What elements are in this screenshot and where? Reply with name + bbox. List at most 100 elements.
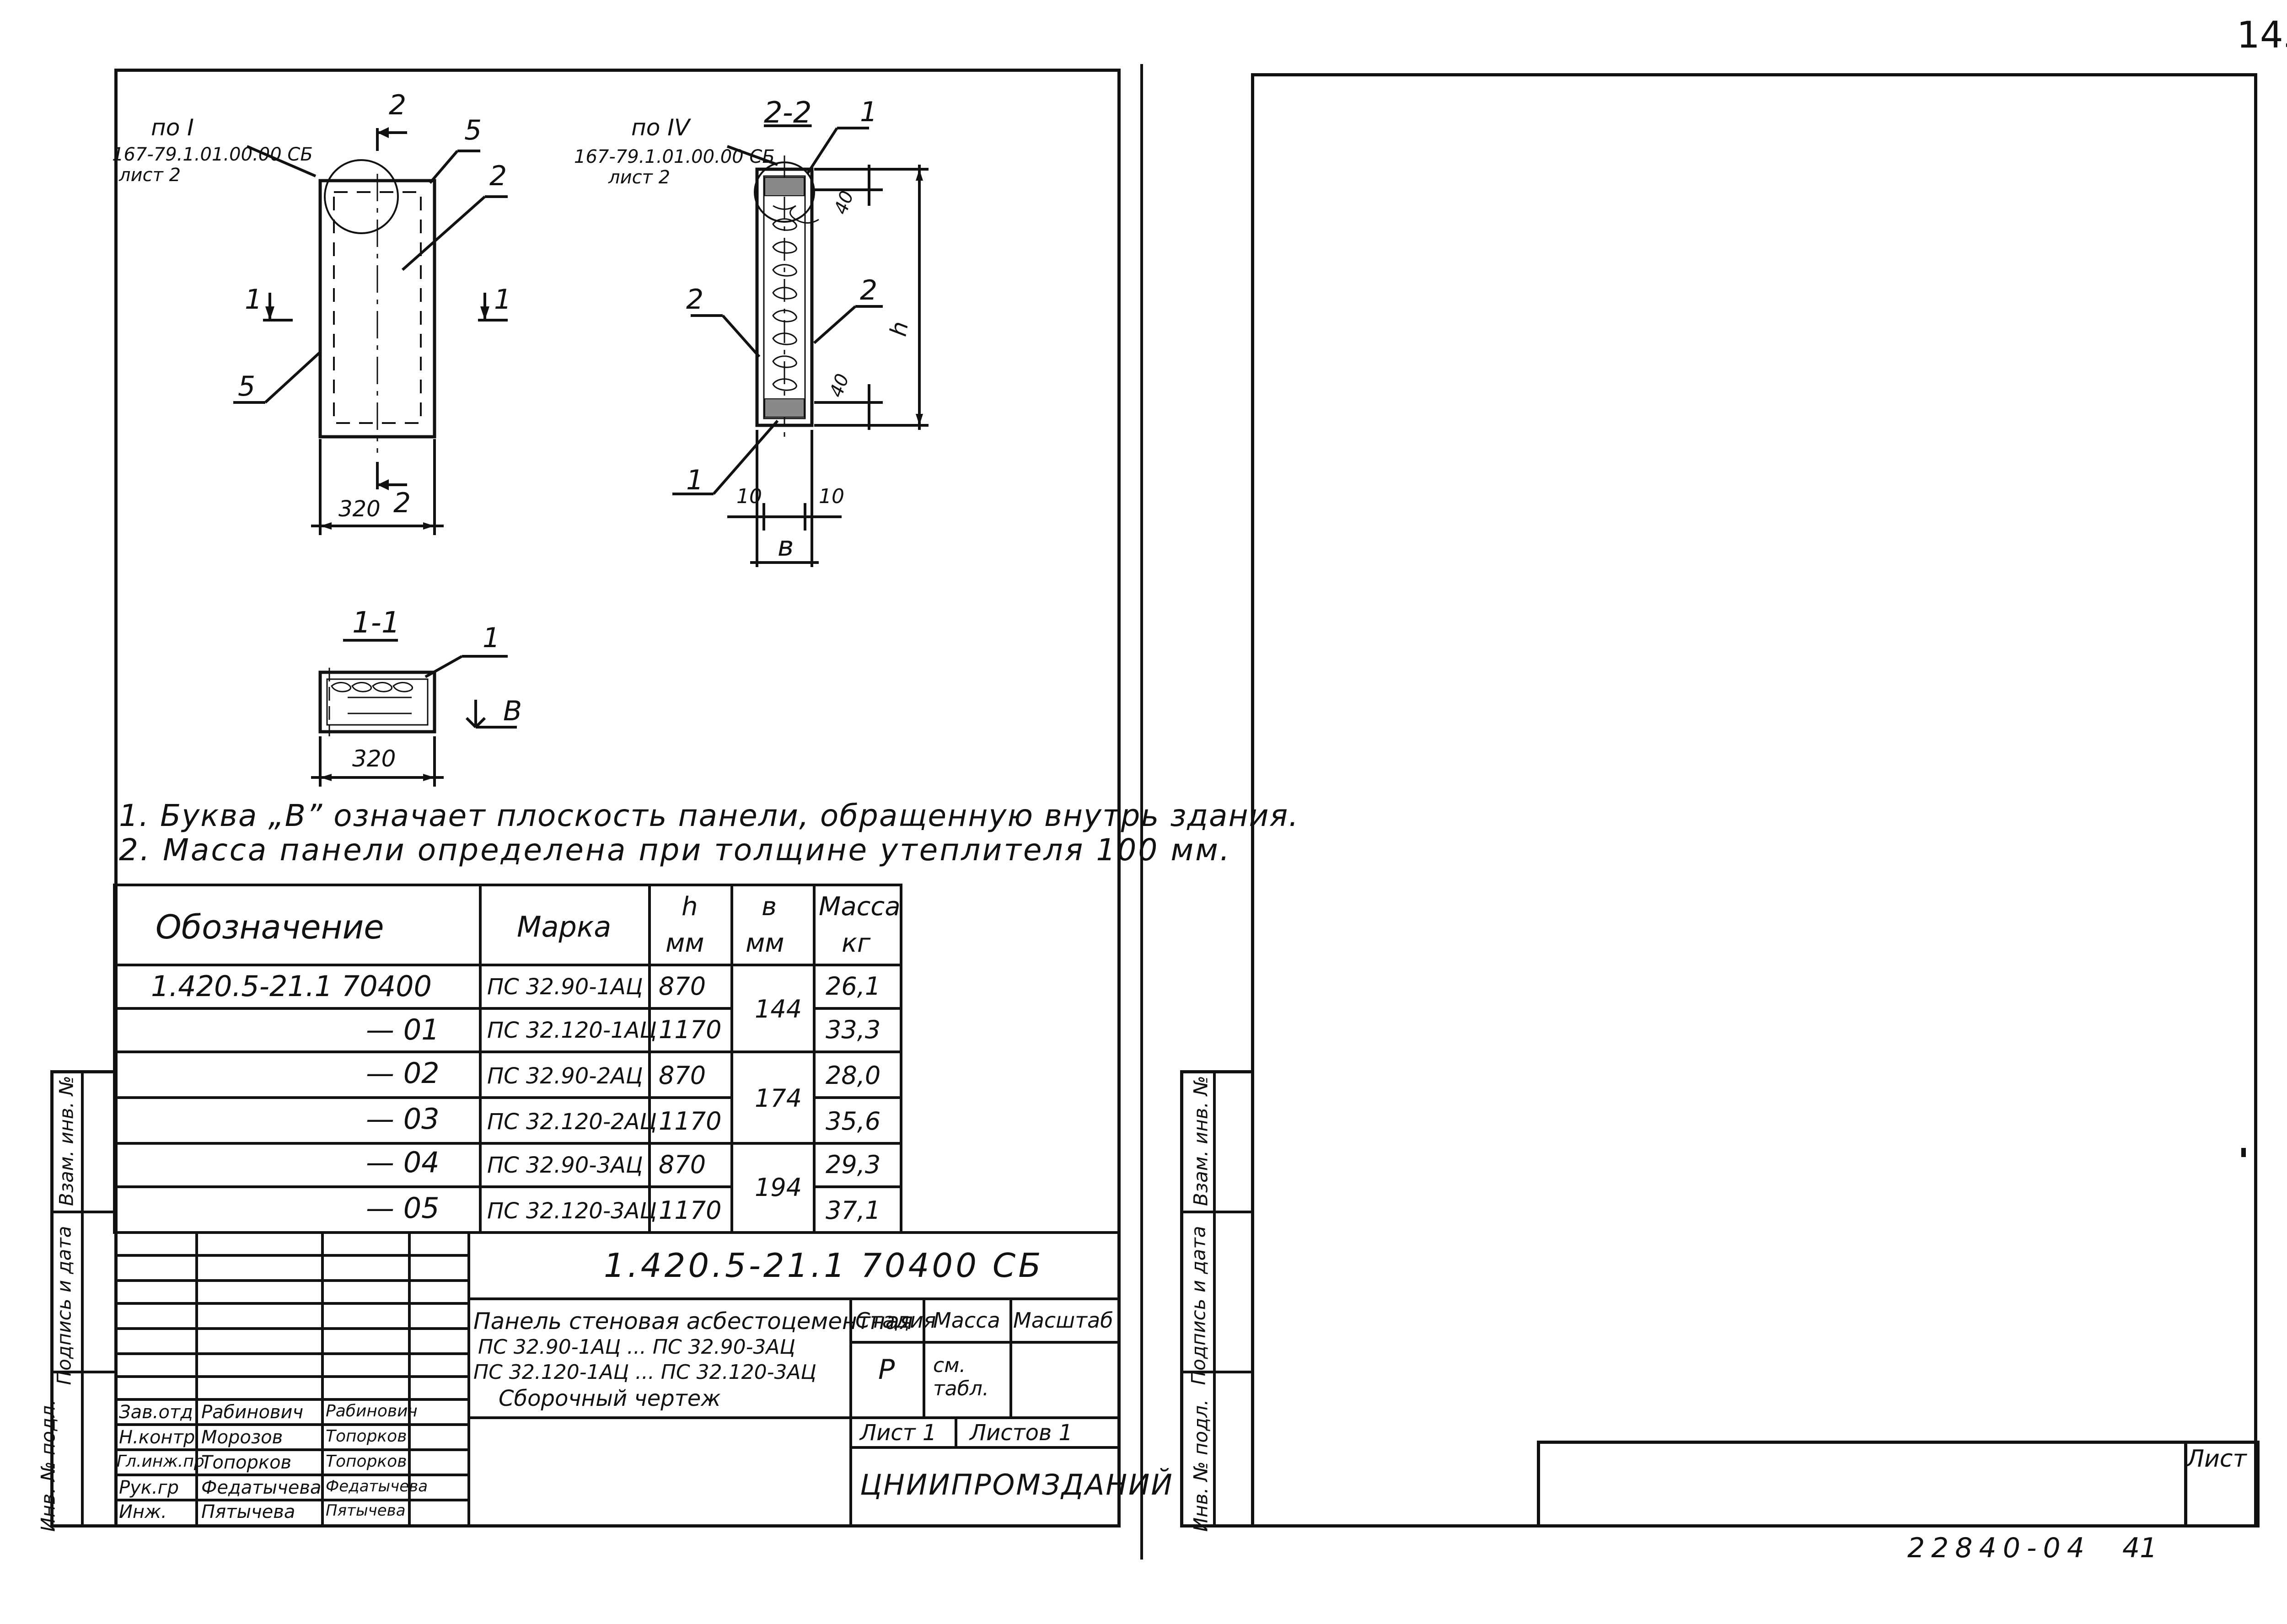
- row-2-designation: — 02: [366, 1056, 440, 1090]
- title-sheet: Лист 1: [860, 1420, 937, 1446]
- row-2-h: 870: [659, 1061, 706, 1090]
- th-h-unit: мм: [666, 928, 704, 958]
- callout-2-elev: 2: [489, 160, 507, 192]
- footer-sheet-no: 41: [2122, 1532, 2158, 1564]
- b-value-0: 144: [755, 995, 802, 1024]
- ref-right-sheet: лист 2: [608, 167, 671, 188]
- row-5-mark: ПС 32.120-3АЦ: [487, 1198, 657, 1224]
- cut-1-right: 1: [494, 284, 512, 316]
- sig-1-name: Морозов: [201, 1427, 283, 1448]
- title-organization: ЦНИИПРОМЗДАНИЙ: [860, 1468, 1174, 1501]
- left-side-stamp: [50, 1070, 118, 1528]
- title-scale-label: Масштаб: [1013, 1308, 1113, 1333]
- th-mark: Марка: [517, 910, 612, 943]
- face-marker: В: [503, 695, 522, 727]
- title-sheets: Листов 1: [970, 1420, 1073, 1446]
- callout-5-top: 5: [464, 114, 482, 146]
- row-1-designation: — 01: [366, 1013, 440, 1046]
- row-0-designation: 1.420.5-21.1 70400: [151, 970, 432, 1003]
- ref-left-label: по I: [151, 114, 194, 141]
- dim-10-left: 10: [736, 485, 762, 508]
- sig-0-role: Зав.отд: [119, 1402, 193, 1423]
- callout-1-11: 1: [483, 622, 500, 654]
- right-side-stamp: [1180, 1070, 1254, 1528]
- title-line2: ПС 32.90-1АЦ ... ПС 32.90-3АЦ: [478, 1335, 795, 1359]
- th-b-unit: мм: [746, 928, 784, 958]
- th-designation: Обозначение: [156, 908, 384, 946]
- row-1-h: 1170: [659, 1015, 722, 1044]
- footer-sheet-code: 22840-04: [1907, 1532, 2091, 1564]
- section-1-1-label: 1-1: [352, 606, 400, 640]
- sheet-divider: [1140, 64, 1143, 1560]
- row-5-h: 1170: [659, 1196, 722, 1225]
- ref-left-sheet: лист 2: [119, 165, 181, 186]
- callout-5-bottom: 5: [238, 370, 256, 402]
- row-1-mass: 33,3: [826, 1015, 881, 1044]
- sig-2-sign: Топорков: [326, 1452, 407, 1471]
- callout-1-bottom-22: 1: [686, 464, 704, 496]
- title-stage: Р: [878, 1354, 895, 1386]
- section-2-2-label: 2-2: [764, 96, 812, 130]
- sig-3-role: Рук.гр: [119, 1477, 179, 1498]
- row-0-mass: 26,1: [826, 972, 881, 1001]
- th-h: h: [682, 892, 698, 922]
- row-4-designation: — 04: [366, 1146, 440, 1179]
- row-3-designation: — 03: [366, 1102, 440, 1136]
- row-2-mark: ПС 32.90-2АЦ: [487, 1063, 643, 1089]
- row-3-mark: ПС 32.120-2АЦ: [487, 1109, 657, 1135]
- sig-3-sign: Федатычева: [326, 1477, 428, 1495]
- callout-2-left-22: 2: [686, 284, 704, 316]
- title-line3: ПС 32.120-1АЦ ... ПС 32.120-3АЦ: [473, 1361, 816, 1384]
- title-mass-value: см. табл.: [933, 1354, 989, 1400]
- right-list-label: Лист: [2186, 1445, 2247, 1473]
- th-mass-unit: кг: [842, 928, 871, 958]
- right-list-box: [2184, 1441, 2260, 1528]
- row-4-h: 870: [659, 1150, 706, 1179]
- note-1: 1. Буква „В” означает плоскость панели, …: [119, 798, 1299, 833]
- row-4-mark: ПС 32.90-3АЦ: [487, 1152, 643, 1178]
- page-number: 145: [2237, 14, 2287, 56]
- b-value-2: 194: [755, 1173, 802, 1202]
- cut-2-top: 2: [389, 89, 407, 121]
- row-5-mass: 37,1: [826, 1196, 881, 1225]
- callout-1-top-22: 1: [860, 96, 878, 128]
- row-4-mass: 29,3: [826, 1150, 881, 1179]
- sig-3-name: Федатычева: [201, 1477, 322, 1498]
- title-line4: Сборочный чертеж: [499, 1386, 721, 1411]
- b-value-1: 174: [755, 1084, 802, 1113]
- cut-2-bottom: 2: [393, 487, 411, 519]
- sig-2-name: Топорков: [201, 1452, 292, 1473]
- th-mass: Масса: [819, 892, 901, 922]
- cut-1-left: 1: [245, 284, 263, 316]
- row-1-mark: ПС 32.120-1АЦ: [487, 1018, 657, 1043]
- note-2: 2. Масса панели определена при толщине у…: [119, 832, 1231, 868]
- ref-right-label: по IV: [631, 114, 690, 141]
- row-0-mark: ПС 32.90-1АЦ: [487, 974, 643, 1000]
- row-2-mass: 28,0: [826, 1061, 881, 1090]
- sig-0-sign: Рабинович: [326, 1402, 418, 1420]
- ref-left-doc: 167-79.1.01.00.00 СБ: [112, 144, 313, 165]
- row-3-mass: 35,6: [826, 1107, 881, 1136]
- title-stage-label: Стадия: [855, 1308, 936, 1333]
- callout-2-right-22: 2: [860, 274, 878, 306]
- title-mass-label: Масса: [933, 1308, 1000, 1333]
- sig-1-sign: Топорков: [326, 1427, 407, 1446]
- row-5-designation: — 05: [366, 1191, 440, 1225]
- dim-320-elev: 320: [338, 496, 381, 522]
- title-doc-code: 1.420.5-21.1 70400 СБ: [604, 1246, 1044, 1285]
- sig-4-name: Пятычева: [201, 1501, 295, 1522]
- th-b: в: [762, 892, 777, 922]
- sig-0-name: Рабинович: [201, 1402, 304, 1423]
- dim-10-right: 10: [819, 485, 844, 508]
- ref-right-doc: 167-79.1.01.00.00 СБ: [574, 146, 775, 167]
- left-sheet-frame: [114, 69, 1121, 1528]
- row-3-h: 1170: [659, 1107, 722, 1136]
- dim-320-section: 320: [352, 745, 396, 772]
- sig-4-role: Инж.: [119, 1501, 167, 1522]
- dim-b: в: [778, 531, 794, 563]
- sig-2-role: Гл.инж.пр: [117, 1452, 204, 1471]
- sig-1-role: Н.контр: [119, 1427, 195, 1448]
- row-0-h: 870: [659, 972, 706, 1001]
- sig-4-sign: Пятычева: [326, 1501, 406, 1520]
